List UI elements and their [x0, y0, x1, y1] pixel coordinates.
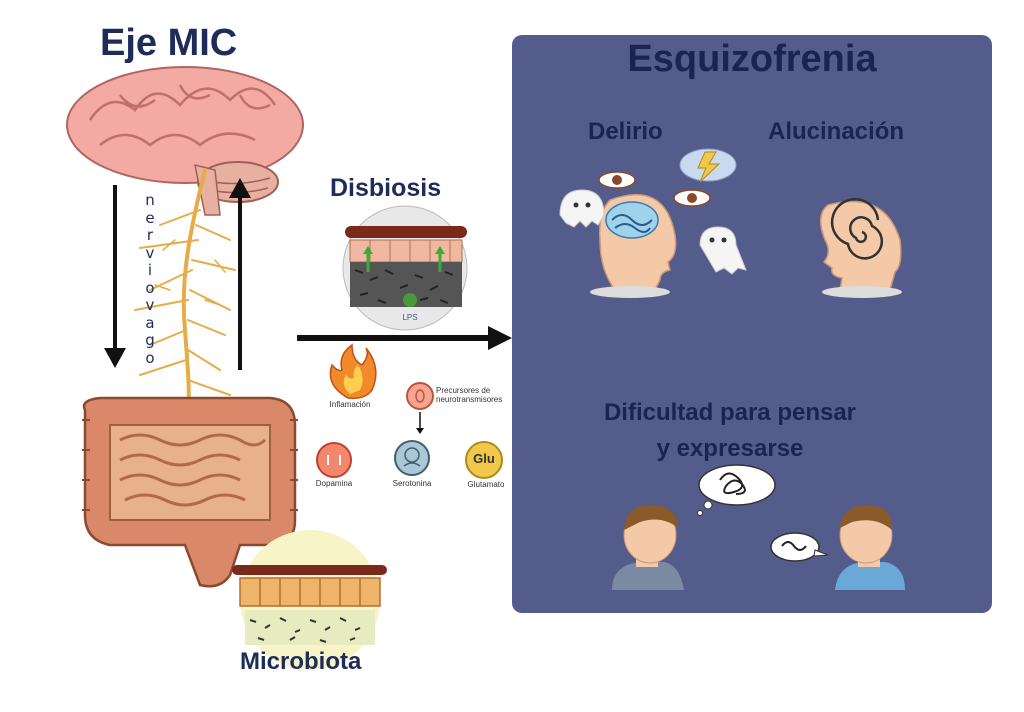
glutamate-icon — [465, 441, 503, 479]
nerve-letter: i — [147, 261, 153, 279]
glutamate-label: Glutamato — [467, 480, 505, 489]
nerve-letter: v — [145, 243, 155, 262]
serotonin-label: Serotonina — [392, 479, 432, 488]
panel-title: Esquizofrenia — [627, 38, 877, 80]
schizophrenia-panel — [512, 35, 992, 613]
thought-bubble-icon — [697, 464, 776, 516]
ghost-icon — [559, 189, 605, 228]
precursors-label-line1: Precursores de — [436, 386, 491, 395]
person-left-illustration — [612, 505, 684, 590]
person-right-illustration — [835, 505, 905, 590]
dopamine-label: Dopamina — [315, 479, 353, 488]
nerve-letter: r — [146, 226, 154, 244]
axis-title: Eje MIC — [100, 22, 238, 64]
eye-icon — [673, 189, 711, 207]
dysbiosis-title: Disbiosis — [330, 174, 442, 202]
nerve-letter: n — [145, 191, 155, 209]
precursor-icon — [406, 382, 434, 434]
difficulty-line2: y expresarse — [656, 435, 804, 462]
inflammation-label: Inflamación — [329, 400, 371, 409]
ghost-icon — [699, 226, 747, 275]
delusion-head-illustration — [590, 193, 677, 298]
descending-arrow — [104, 185, 126, 368]
vagus-nerve-illustration — [134, 168, 236, 412]
flame-icon — [329, 343, 377, 400]
difficulty-label: Dificultad para pensar y expresarse — [530, 395, 930, 467]
nerve-letter: g — [145, 331, 155, 349]
nerve-letter: o — [145, 278, 155, 297]
vagus-nerve-label: n e r v i o v a g o — [143, 191, 157, 367]
difficulty-line1: Dificultad para pensar — [603, 399, 857, 426]
microbiota-label: Microbiota — [240, 648, 362, 675]
speech-bubble-icon — [770, 532, 829, 562]
lps-label: LPS — [402, 313, 418, 322]
nerve-letter: v — [145, 296, 155, 314]
nerve-letter: o — [145, 348, 155, 367]
precursors-label: Precursores de neurotransmisores — [436, 386, 516, 404]
main-arrow — [297, 326, 512, 350]
serotonin-icon — [394, 440, 430, 476]
dopamine-icon — [316, 442, 352, 478]
microbiota-circle — [232, 530, 387, 670]
precursors-label-line2: neurotransmisores — [436, 395, 503, 404]
nerve-letter: a — [145, 313, 155, 332]
delusion-label: Delirio — [588, 118, 663, 145]
ascending-arrow — [229, 178, 251, 370]
hallucination-head-illustration — [819, 197, 902, 298]
hallucination-label: Alucinación — [768, 118, 905, 145]
glu-badge: Glu — [473, 451, 495, 466]
nerve-letter: e — [145, 208, 155, 227]
lightning-cloud-icon — [679, 148, 737, 183]
dysbiosis-circle — [342, 205, 468, 331]
eye-icon — [598, 171, 636, 189]
